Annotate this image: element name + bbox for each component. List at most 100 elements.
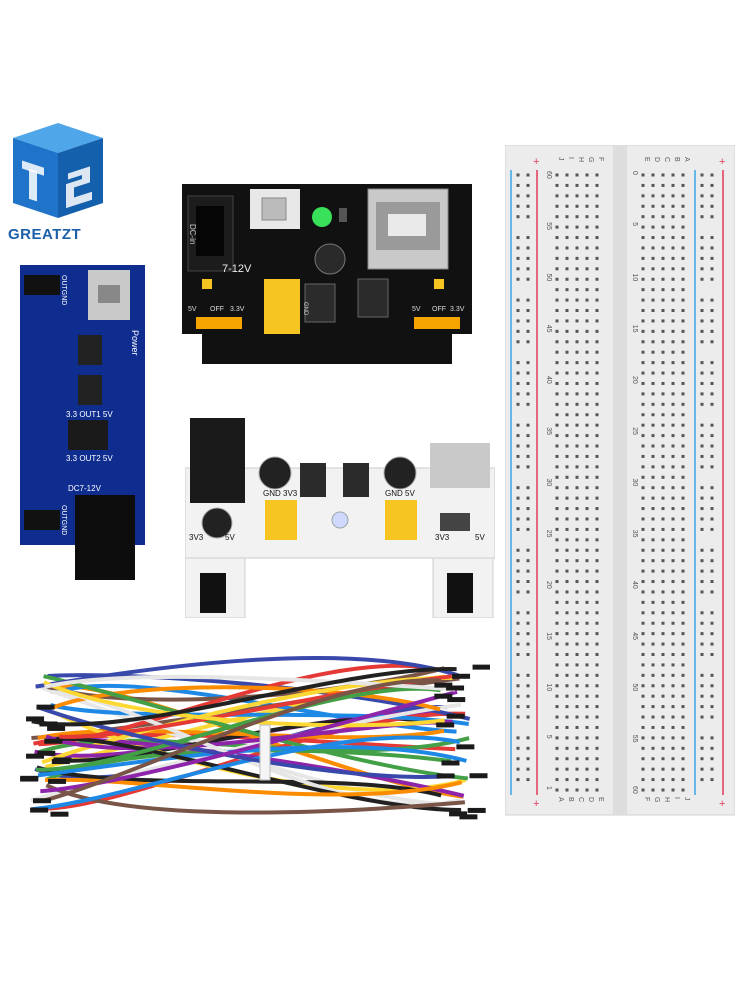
column-letter-top: I [567,157,574,159]
breadboard-hole [661,381,665,385]
jumper-wire-connector [446,685,465,691]
breadboard-hole [661,350,665,354]
rail-hole [710,256,714,260]
breadboard-hole [641,569,645,573]
breadboard-hole [575,361,579,365]
breadboard-hole [575,642,579,646]
breadboard-hole [651,392,655,396]
rail-hole [710,454,714,458]
breadboard-hole [661,173,665,177]
breadboard-hole [595,517,599,521]
breadboard-hole [575,350,579,354]
breadboard-hole [595,705,599,709]
breadboard-hole [555,517,559,521]
breadboard-hole [681,694,685,698]
breadboard-hole [651,527,655,531]
rail-hole [526,267,530,271]
breadboard-hole [555,788,559,792]
breadboard-hole [555,611,559,615]
rail-hole [526,507,530,511]
breadboard-hole [585,361,589,365]
rail-hole [526,486,530,490]
jumper-wire-connector [434,693,453,699]
breadboard-hole [595,548,599,552]
breadboard-hole [585,642,589,646]
breadboard-hole [575,527,579,531]
breadboard-hole [555,309,559,313]
breadboard-hole [595,465,599,469]
breadboard-hole [651,746,655,750]
rail-hole [516,559,520,563]
breadboard-hole [651,298,655,302]
rail-hole [526,361,530,365]
jumper-wire-connector [449,811,468,817]
rail-hole [700,402,704,406]
breadboard-hole [681,527,685,531]
breadboard-hole [555,183,559,187]
breadboard-hole [651,600,655,604]
jumper-wire [35,686,441,772]
breadboard-hole [565,673,569,677]
breadboard-hole [565,559,569,563]
breadboard-hole [585,298,589,302]
breadboard-hole [681,267,685,271]
rail-hole [700,527,704,531]
breadboard-hole [555,256,559,260]
rail-hole [526,757,530,761]
breadboard-hole [671,611,675,615]
rail-hole [710,548,714,552]
breadboard-hole [585,392,589,396]
rail-hole [526,319,530,323]
breadboard-hole [681,329,685,333]
breadboard-hole [681,402,685,406]
rail-hole [516,173,520,177]
breadboard-hole [595,183,599,187]
breadboard-hole [651,538,655,542]
breadboard-hole [555,267,559,271]
breadboard-hole [565,600,569,604]
rail-hole [700,309,704,313]
breadboard-hole [575,757,579,761]
breadboard-hole [575,767,579,771]
breadboard-hole [681,361,685,365]
breadboard-hole [681,309,685,313]
rail-hole [516,548,520,552]
breadboard-hole [555,225,559,229]
breadboard-hole [651,267,655,271]
rail-hole [516,517,520,521]
breadboard-hole [661,225,665,229]
breadboard-hole [575,496,579,500]
row-number-right: 45 [631,632,638,640]
breadboard-hole [671,444,675,448]
breadboard-hole [671,548,675,552]
breadboard-hole [661,340,665,344]
breadboard-hole [651,246,655,250]
breadboard-hole [565,778,569,782]
breadboard-hole [585,548,589,552]
breadboard-hole [661,423,665,427]
breadboard-hole [681,340,685,344]
rail-hole [516,736,520,740]
breadboard-hole [565,663,569,667]
breadboard-hole [565,444,569,448]
row-number-right: 25 [631,427,638,435]
breadboard-hole [585,538,589,542]
rail-hole [710,246,714,250]
breadboard-hole [641,652,645,656]
rail-hole [700,361,704,365]
row-number-left: 15 [545,632,552,640]
breadboard-hole [565,548,569,552]
breadboard-hole [575,402,579,406]
brand-name: GREATZT [8,226,82,243]
breadboard-hole [585,381,589,385]
breadboard-hole [575,705,579,709]
breadboard-hole [641,194,645,198]
breadboard-hole [565,402,569,406]
rail-hole [710,621,714,625]
breadboard-hole [661,371,665,375]
rail-hole [526,673,530,677]
breadboard-hole [661,517,665,521]
breadboard-hole [595,423,599,427]
breadboard-hole [555,277,559,281]
breadboard-hole [641,746,645,750]
